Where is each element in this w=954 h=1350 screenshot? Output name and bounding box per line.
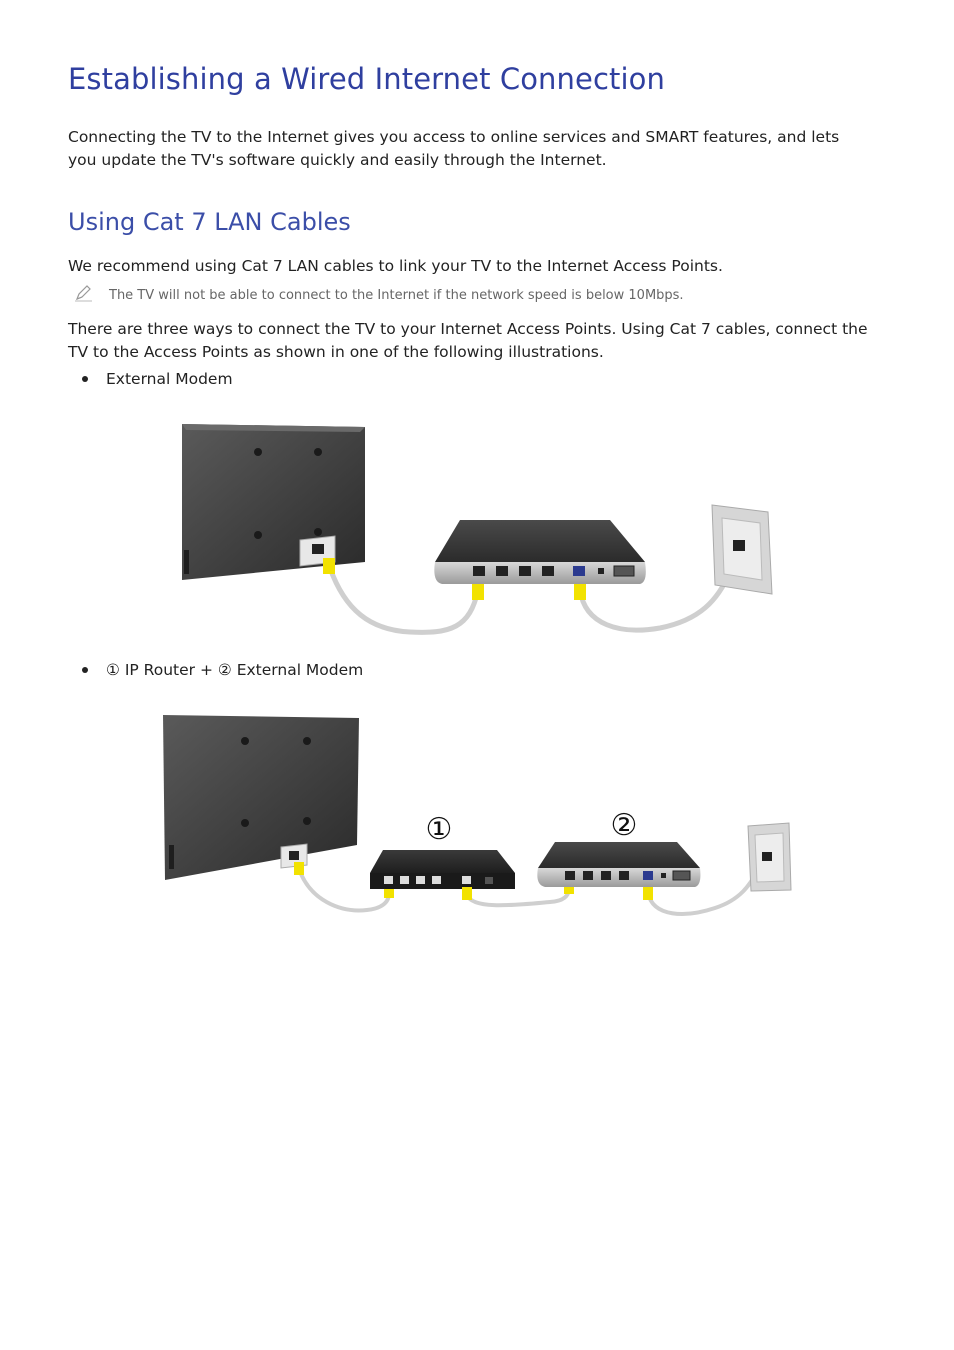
modem-number-label: ② — [611, 808, 638, 843]
cable-plug — [564, 881, 574, 894]
diagram-router-modem: ① ② — [163, 715, 792, 916]
diagram-external-modem — [182, 424, 773, 635]
ways-paragraph: There are three ways to connect the TV t… — [68, 320, 868, 361]
bullet-router-modem: ① IP Router + ② External Modem — [82, 661, 363, 679]
ip-router — [370, 850, 515, 889]
external-modem — [537, 842, 701, 887]
lan-cable-1 — [297, 868, 392, 913]
cable-plug — [472, 584, 484, 600]
cable-plug — [294, 862, 304, 875]
cable-plug — [462, 887, 472, 900]
bullet-dot — [82, 375, 88, 382]
tv-back-panel — [182, 424, 365, 580]
bullet-external-modem: External Modem — [82, 370, 233, 388]
intro-paragraph: Connecting the TV to the Internet gives … — [68, 128, 840, 169]
cable-plug — [384, 885, 394, 898]
lan-cable-3 — [646, 869, 760, 916]
cable-plug — [323, 558, 335, 574]
section-heading: Using Cat 7 LAN Cables — [68, 208, 351, 236]
bullet-label: External Modem — [106, 370, 233, 388]
bullet-label: ① IP Router + ② External Modem — [106, 661, 364, 679]
external-modem — [434, 520, 646, 584]
page-title: Establishing a Wired Internet Connection — [68, 62, 665, 96]
note: The TV will not be able to connect to th… — [74, 284, 874, 306]
cable-plug — [643, 887, 653, 900]
router-number-label: ① — [426, 812, 453, 847]
lan-cable-2 — [465, 887, 571, 908]
wall-lan-outlet — [711, 504, 773, 595]
recommend-paragraph: We recommend using Cat 7 LAN cables to l… — [68, 257, 723, 275]
lan-cable-1 — [327, 567, 481, 635]
tv-back-panel — [163, 715, 359, 880]
bullet-dot — [82, 666, 88, 673]
cable-plug — [574, 584, 586, 600]
pencil-note-icon — [75, 285, 92, 302]
note-text: The TV will not be able to connect to th… — [109, 288, 684, 303]
lan-cable-2 — [577, 571, 733, 633]
wall-lan-outlet — [747, 822, 792, 892]
